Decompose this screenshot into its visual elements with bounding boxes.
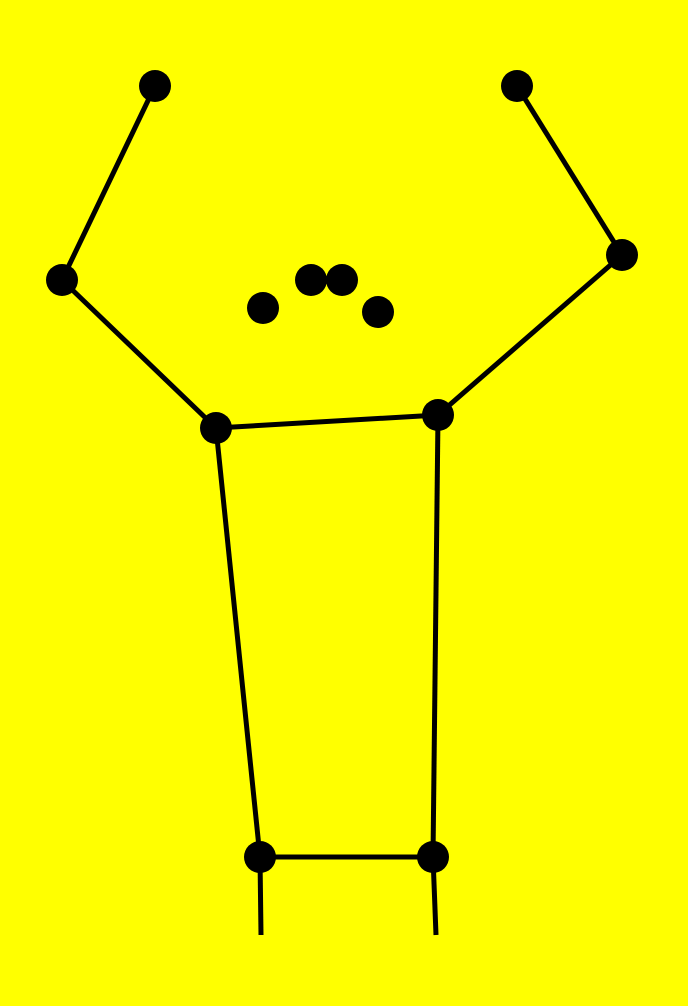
bone-right-shoulder-to-right-hip xyxy=(430,414,441,858)
joint-nose-right xyxy=(362,296,394,328)
bone-right-wrist-to-right-elbow xyxy=(514,84,625,257)
joint-right-elbow xyxy=(606,239,638,271)
joint-right-hip xyxy=(417,841,449,873)
joint-left-eye xyxy=(295,264,327,296)
joint-right-shoulder xyxy=(422,399,454,431)
bone-left-shoulder-to-right-shoulder xyxy=(215,412,439,431)
bone-right-elbow-to-right-shoulder xyxy=(436,253,624,417)
bone-left-elbow-to-left-shoulder xyxy=(60,278,218,430)
skeleton-joints xyxy=(46,70,638,873)
bone-left-wrist-to-left-elbow xyxy=(59,84,158,282)
joint-right-wrist xyxy=(501,70,533,102)
joint-right-eye xyxy=(326,264,358,296)
joint-left-elbow xyxy=(46,264,78,296)
joint-left-wrist xyxy=(139,70,171,102)
joint-nose-left xyxy=(247,292,279,324)
bone-left-shoulder-to-left-hip xyxy=(213,427,263,858)
joint-left-shoulder xyxy=(200,412,232,444)
joint-left-hip xyxy=(244,841,276,873)
